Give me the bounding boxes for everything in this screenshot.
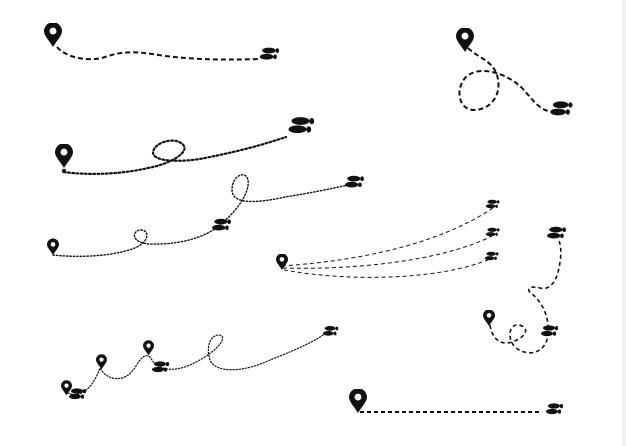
right-edge-strip <box>622 0 626 446</box>
footprints-icon <box>550 101 573 116</box>
route-wave-short <box>44 23 280 61</box>
footprints-icon <box>546 403 564 415</box>
footprints-icon <box>547 226 566 239</box>
footprints-icon <box>212 218 231 231</box>
path-line-top <box>281 207 494 267</box>
map-pin-icon <box>483 310 495 326</box>
map-pin-icon <box>47 238 59 255</box>
map-pin-icon <box>276 254 288 270</box>
route-triple-fan <box>276 199 500 278</box>
map-pin-icon <box>44 23 62 47</box>
map-pin-icon <box>61 380 72 396</box>
map-pin-icon <box>456 28 474 52</box>
footprints-icon <box>345 175 364 188</box>
map-pin-icon <box>349 389 367 413</box>
route-double-loop <box>47 174 364 258</box>
path-line-middle <box>282 235 493 269</box>
route-oval-loop <box>55 117 315 176</box>
path-line <box>67 329 331 395</box>
route-straight <box>349 389 564 415</box>
path-line <box>458 47 557 113</box>
route-multi-stop <box>61 326 339 400</box>
footprints-icon <box>322 326 339 336</box>
start-dot <box>61 168 67 174</box>
path-line <box>56 46 261 61</box>
route-loop-up <box>483 226 566 354</box>
map-pin-icon <box>55 144 73 168</box>
footprints-icon <box>485 227 500 237</box>
route-loop-right <box>456 28 573 116</box>
path-line <box>52 174 349 258</box>
footprints-icon <box>484 251 499 261</box>
path-line-bottom <box>283 258 491 278</box>
footprints-icon <box>288 117 315 134</box>
footprints-icon <box>259 47 280 60</box>
path-line <box>62 135 288 176</box>
footprints-icon <box>485 199 500 209</box>
footprints-icon <box>541 325 559 337</box>
map-pin-icon <box>143 340 154 356</box>
map-pin-icon <box>96 354 107 370</box>
